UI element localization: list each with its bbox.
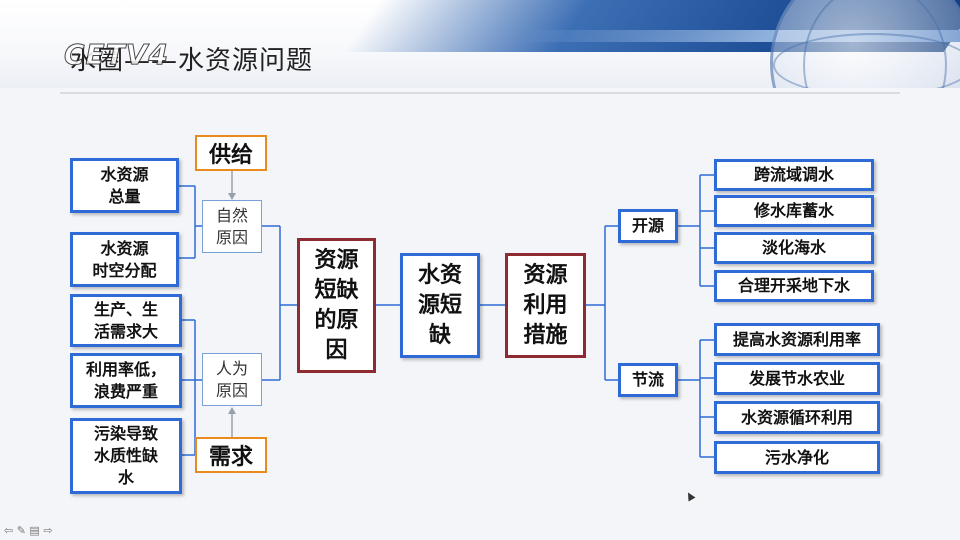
- header-divider: [60, 92, 900, 94]
- factor-pollution: 污染导致 水质性缺 水: [70, 418, 182, 494]
- factor-high-demand: 生产、生 活需求大: [70, 294, 182, 347]
- open-item: 跨流域调水: [714, 159, 874, 191]
- water-shortage-box: 水资 源短 缺: [400, 253, 480, 358]
- slide-title: 水圈——水资源问题: [70, 46, 314, 76]
- shortage-cause-box: 资源 短缺 的原 因: [297, 238, 376, 373]
- slide-header: 水圈——水资源问题 CETV4: [0, 0, 960, 88]
- save-item: 水资源循环利用: [714, 401, 880, 434]
- supply-arrowhead: [228, 193, 236, 200]
- supply-label: 供给: [195, 135, 267, 171]
- open-item: 修水库蓄水: [714, 195, 874, 227]
- save-item: 发展节水农业: [714, 362, 880, 395]
- save-item: 提高水资源利用率: [714, 323, 880, 356]
- factor-spatial-distribution: 水资源 时空分配: [70, 232, 179, 287]
- save-item: 污水净化: [714, 441, 880, 474]
- demand-label: 需求: [195, 437, 267, 473]
- open-source-box: 开源: [618, 209, 678, 243]
- slide-nav-controls[interactable]: ⇦ ✎ ▤ ⇨: [4, 524, 53, 537]
- demand-arrowhead: [228, 407, 236, 414]
- open-item: 合理开采地下水: [714, 270, 874, 302]
- globe-graphic: [770, 0, 960, 88]
- open-item: 淡化海水: [714, 232, 874, 264]
- save-flow-box: 节流: [618, 363, 678, 397]
- resource-measures-box: 资源 利用 措施: [505, 253, 586, 358]
- cetv-logo: CETV4: [64, 38, 169, 72]
- factor-total-water: 水资源 总量: [70, 158, 179, 213]
- factor-waste: 利用率低， 浪费严重: [70, 353, 182, 408]
- globe-parallel: [773, 33, 960, 88]
- human-cause-box: 人为 原因: [202, 353, 262, 406]
- natural-cause-box: 自然 原因: [202, 200, 262, 253]
